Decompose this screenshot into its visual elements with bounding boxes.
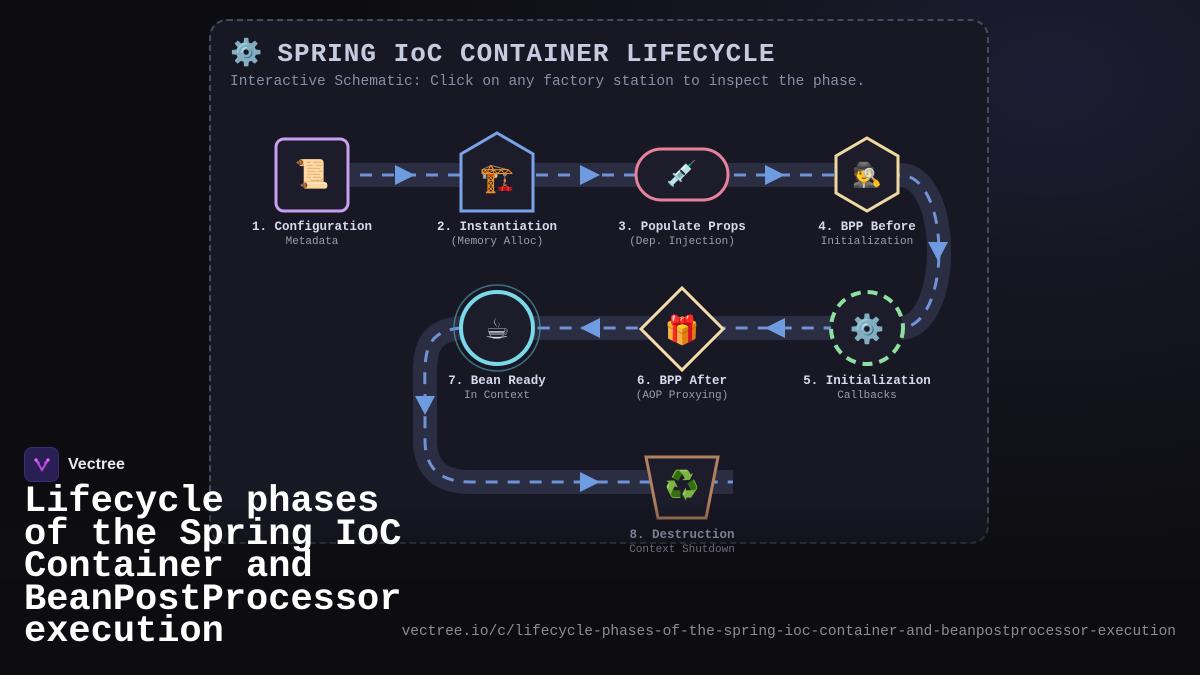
station-name: 4. BPP Before [818,220,916,234]
scroll-icon: 📜 [294,157,330,191]
conveyor-dashes [360,173,941,484]
arrow-left-icon [580,318,600,338]
card-title-text: SPRING IoC CONTAINER LIFECYCLE [277,39,776,69]
station-sub: Metadata [285,236,339,248]
station-7-halo [453,284,541,372]
recycle-icon: ♻️ [664,468,700,502]
brand-name: Vectree [68,455,125,473]
station-name: 6. BPP After [636,374,727,388]
coffee-icon: ☕ [484,312,510,346]
card-subtitle: Interactive Schematic: Click on any fact… [230,74,866,90]
station-sub: Callbacks [837,390,897,402]
station-sub: In Context [463,390,530,402]
station-name: 2. Instantiation [436,220,558,234]
arrow-right-icon [395,165,415,185]
arrow-left-icon [765,318,785,338]
station-3-populate-props[interactable] [634,147,730,202]
headline: Lifecycle phases of the Spring IoC Conta… [24,481,402,653]
schematic-card [209,19,989,544]
station-1-configuration[interactable] [274,137,350,213]
station-sub: Initialization [820,236,914,248]
gear-icon: ⚙️ [849,312,885,346]
arrow-right-icon [765,165,785,185]
gift-icon: 🎁 [664,313,700,347]
vectree-logo-icon [24,447,59,482]
arrow-down-icon [415,396,435,415]
station-6-label: 6. BPP After (AOP Proxying) [582,374,782,402]
station-3-label: 3. Populate Props (Dep. Injection) [582,220,782,248]
detective-icon: 🕵️ [852,161,882,189]
card-title: ⚙️ SPRING IoC CONTAINER LIFECYCLE [230,38,775,69]
crane-icon: 🏗️ [479,161,515,195]
page-url: vectree.io/c/lifecycle-phases-of-the-spr… [401,624,1176,640]
station-sub: Context Shutdown [629,544,735,556]
station-4-bpp-before[interactable] [834,136,900,213]
brand: Vectree [24,447,125,482]
station-name: 3. Populate Props [618,220,746,234]
station-name: 1. Configuration [251,220,373,234]
station-7-bean-ready[interactable] [459,290,535,366]
station-name: 7. Bean Ready [448,374,546,388]
station-sub: (Memory Alloc) [450,236,544,248]
station-sub: (AOP Proxying) [635,390,729,402]
gear-icon: ⚙️ [230,39,264,69]
station-6-bpp-after[interactable] [638,285,726,373]
station-2-instantiation[interactable] [459,131,535,213]
arrow-down-icon [928,242,948,261]
station-7-label: 7. Bean Ready In Context [397,374,597,402]
station-name: 8. Destruction [629,528,735,542]
syringe-icon: 💉 [666,159,698,188]
arrow-right-icon [580,472,600,492]
station-name: 5. Initialization [803,374,931,388]
arrow-right-icon [580,165,600,185]
station-sub: (Dep. Injection) [629,236,735,248]
flow-arrows [395,165,948,492]
bottom-fade [0,500,1200,580]
station-2-label: 2. Instantiation (Memory Alloc) [397,220,597,248]
station-5-initialization[interactable] [829,290,905,366]
